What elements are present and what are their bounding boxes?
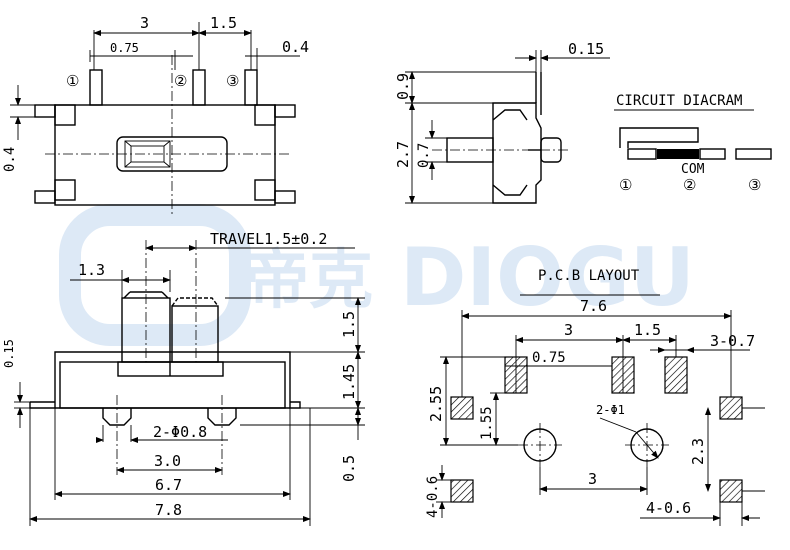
pcb-tab-tl [450,396,474,420]
dim-post-pitch: 3.0 [154,452,181,470]
pin-label-2: ② [174,72,187,90]
pcb-dim-tab-l: 4-0.6 [425,476,441,518]
dim-h-top: 0.9 [394,73,412,100]
dim-base-h: 0.5 [340,455,358,482]
top-body [54,104,276,206]
watermark-en: DIOGU [400,231,695,324]
pcb-dim-h23: 2.3 [689,438,707,465]
dim-pitch2: 1.5 [210,14,237,32]
tab-br [274,190,296,204]
dim-body-h: 1.45 [340,364,358,400]
circuit-diagram: CIRCUIT DIACRAM COM ① ② ③ [614,93,772,194]
contact-3 [735,148,772,160]
watermark: 帝克 DIOGU [59,204,695,346]
contact-com [657,149,699,159]
pcb-dim-pad-w: 0.75 [532,350,566,366]
pcb-dim-hole: 2-Φ1 [596,403,625,417]
pcb-pad-3 [664,356,688,394]
pcb-dim-p3: 3 [564,321,573,339]
dim-pitch: 3 [140,14,149,32]
tab-tl [34,104,56,118]
circuit-title: CIRCUIT DIACRAM [616,93,742,109]
front-view: TRAVEL1.5±0.2 1.3 1.5 1.45 0.5 0.15 2-Φ0… [2,230,365,526]
dim-act-w: 1.3 [78,261,105,279]
dim-h-act: 0.7 [416,143,432,168]
pcb-dim-w: 7.6 [580,297,607,315]
pin-2 [192,69,206,106]
side-body [492,102,542,204]
pcb-dim-h155: 1.55 [479,406,495,440]
pin-label-3: ③ [226,72,239,90]
dim-total-w: 7.8 [155,501,182,519]
pcb-layout: P.C.B LAYOUT 7.6 2-Φ1 3 1.5 [425,268,765,526]
pin-3 [244,69,258,106]
dim-h-total: 2.7 [394,141,412,168]
dim-body-w: 6.7 [155,476,182,494]
contact-1 [627,148,657,160]
tab-bl [34,190,56,204]
dim-act-h: 1.5 [340,311,358,338]
pcb-dim-hole-pitch: 3 [588,470,597,488]
dim-pin-w: 0.75 [110,41,139,55]
dim-travel: TRAVEL1.5±0.2 [210,230,327,248]
side-view: 0.15 0.9 2.7 0.7 [394,40,610,204]
pcb-tab-bl [450,479,474,503]
circuit-pin-2: ② [683,176,696,194]
pcb-dim-p15: 1.5 [634,321,661,339]
dim-post: 2-Φ0.8 [153,423,207,441]
watermark-cn: 帝克 [245,244,373,318]
dim-thk: 0.15 [568,40,604,58]
circuit-com: COM [681,162,705,177]
pcb-title: P.C.B LAYOUT [538,268,640,284]
dim-tab-h: 0.4 [2,147,18,172]
circuit-pin-1: ① [619,176,632,194]
pcb-tab-br [719,479,743,503]
pin-1 [89,69,103,106]
pcb-dim-h255: 2.55 [427,386,445,422]
top-view: 3 1.5 0.75 0.4 ① ② ③ 0.4 [2,14,309,215]
dim-pin-gap: 0.4 [282,38,309,56]
front-body [59,361,286,409]
pcb-tab-tr [719,396,743,420]
circuit-pin-3: ③ [748,176,761,194]
pin-label-1: ① [66,72,79,90]
dim-t: 0.15 [2,339,16,368]
pcb-dim-pad: 3-0.7 [710,332,755,350]
pcb-dim-tab-r: 4-0.6 [646,499,691,517]
tab-tr [274,104,296,118]
